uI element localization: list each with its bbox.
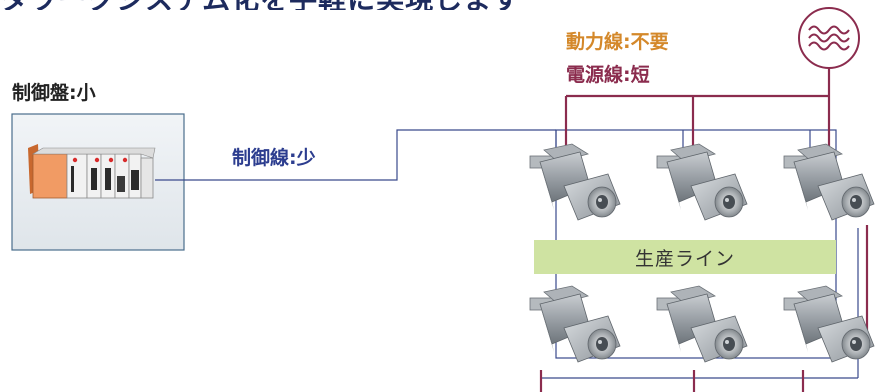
geared-motor-icon bbox=[529, 285, 621, 363]
geared-motor-icon bbox=[529, 143, 621, 221]
supply-line-label: 電源線:短 bbox=[566, 64, 650, 86]
ac-sine-wave-icon bbox=[798, 7, 860, 69]
plc-controller-icon bbox=[28, 144, 156, 199]
header-text-cut: タワークシステム化を手軽に実現します bbox=[0, 0, 560, 10]
geared-motor-icon bbox=[656, 143, 748, 221]
geared-motor-icon bbox=[783, 285, 875, 363]
production-line-band: 生産ライン bbox=[534, 240, 836, 274]
header-text: タワークシステム化を手軽に実現します bbox=[0, 0, 521, 10]
geared-motor-icon bbox=[783, 143, 875, 221]
geared-motor-icon bbox=[656, 285, 748, 363]
control-panel-label: 制御盤:小 bbox=[12, 82, 96, 104]
control-line-label: 制御線:少 bbox=[232, 147, 316, 169]
supply-line bbox=[539, 68, 869, 392]
power-line-label: 動力線:不要 bbox=[566, 31, 669, 53]
